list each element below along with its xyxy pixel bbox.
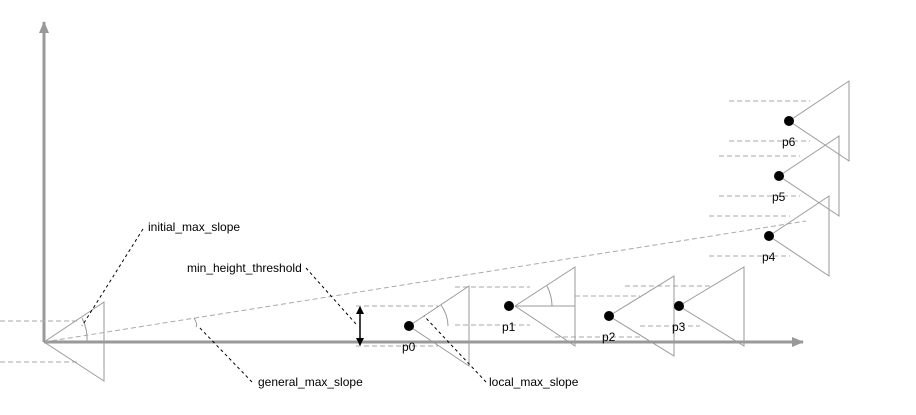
general-max-slope-leader	[197, 325, 253, 383]
p4-cone	[768, 195, 830, 277]
label-p2: p2	[602, 330, 616, 344]
label-initial-max-slope: initial_max_slope	[148, 220, 240, 234]
p6-cone	[788, 80, 850, 162]
initial-slope-arc	[81, 317, 88, 343]
label-general-max-slope: general_max_slope	[258, 375, 363, 389]
p2-cone	[608, 275, 675, 357]
local-max-slope-leader	[423, 315, 487, 383]
p0-cone	[408, 285, 470, 367]
p5-cone	[778, 135, 840, 217]
label-local-max-slope: local_max_slope	[489, 375, 579, 389]
general-slope-arc	[193, 317, 198, 328]
p3-cone	[678, 266, 745, 347]
p1-slope-arc	[546, 285, 553, 307]
label-min-height-threshold: min_height_threshold	[187, 261, 302, 275]
point-p0	[404, 321, 414, 331]
label-p1: p1	[502, 320, 516, 334]
points	[404, 116, 794, 331]
point-p5	[774, 171, 784, 181]
local-slope-arc	[440, 304, 449, 327]
label-p5: p5	[772, 190, 786, 204]
label-p0: p0	[402, 340, 416, 354]
label-p6: p6	[782, 135, 796, 149]
point-p6	[784, 116, 794, 126]
label-p3: p3	[672, 320, 686, 334]
initial-max-slope-leader	[81, 228, 144, 327]
point-p2	[604, 311, 614, 321]
point-p1	[504, 301, 514, 311]
leader-lines	[81, 228, 487, 383]
origin-cone	[43, 301, 105, 382]
point-p3	[674, 301, 684, 311]
angle-arcs	[81, 285, 575, 343]
min-height-threshold-leader	[305, 267, 357, 325]
label-p4: p4	[762, 250, 776, 264]
general-max-slope-line	[43, 220, 807, 343]
reference-dashed-lines	[0, 100, 810, 363]
point-p4	[764, 231, 774, 241]
